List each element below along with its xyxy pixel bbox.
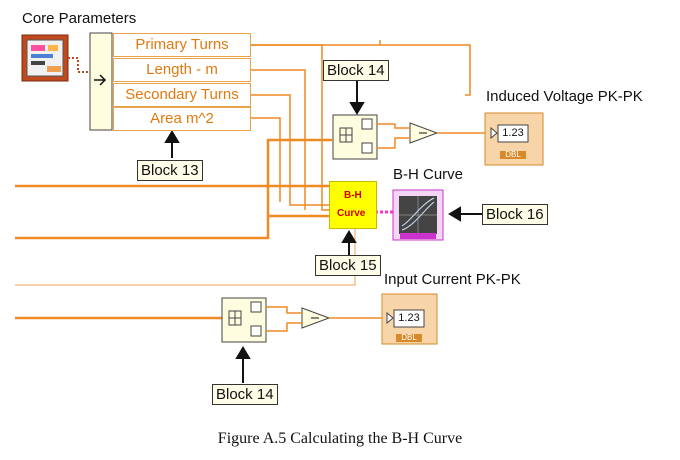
bh-subvi-line2: Curve: [337, 208, 366, 219]
bh-curve-label: B-H Curve: [393, 166, 464, 183]
block14-bottom-node: [221, 297, 267, 343]
core-parameters-control[interactable]: [21, 34, 69, 82]
input-current-label: Input Current PK-PK: [384, 271, 521, 288]
left-thick-wires: [15, 138, 333, 320]
top-subtract-node: [409, 122, 439, 144]
block16-label: Block 16: [482, 204, 548, 225]
bottom-node-wires: [266, 306, 382, 332]
top-node-wires: [377, 123, 485, 149]
induced-voltage-type: DBL: [500, 151, 526, 159]
block14-top-label: Block 14: [323, 60, 389, 81]
bh-curve-graph[interactable]: [392, 189, 444, 241]
left-thin-wire: [15, 227, 356, 286]
induced-voltage-value: 1.23: [499, 126, 527, 141]
figure-caption: Figure A.5 Calculating the B-H Curve: [217, 430, 463, 447]
induced-voltage-label: Induced Voltage PK-PK: [486, 88, 643, 105]
block14-bottom-label: Block 14: [212, 384, 278, 405]
input-current-type: DBL: [396, 334, 422, 342]
bottom-subtract-node: [301, 307, 331, 329]
bundle-wires: [250, 40, 471, 211]
unbundle-node: [89, 32, 113, 131]
bundle-item-area: Area m^2: [113, 107, 251, 131]
block13-label: Block 13: [137, 160, 203, 181]
block14-top-node: [332, 114, 378, 160]
core-parameters-label: Core Parameters: [22, 10, 137, 27]
input-current-value: 1.23: [395, 311, 423, 326]
bundle-item-length: Length - m: [113, 58, 251, 82]
block15-label: Block 15: [315, 255, 381, 276]
bundle-item-primary-turns: Primary Turns: [113, 33, 251, 57]
block-pointer-arrows: [164, 80, 482, 383]
bh-curve-subvi[interactable]: [329, 181, 377, 229]
bundle-item-secondary-turns: Secondary Turns: [113, 83, 251, 107]
control-to-bundle-wire: [68, 57, 90, 73]
bh-subvi-line1: B-H: [344, 190, 362, 201]
